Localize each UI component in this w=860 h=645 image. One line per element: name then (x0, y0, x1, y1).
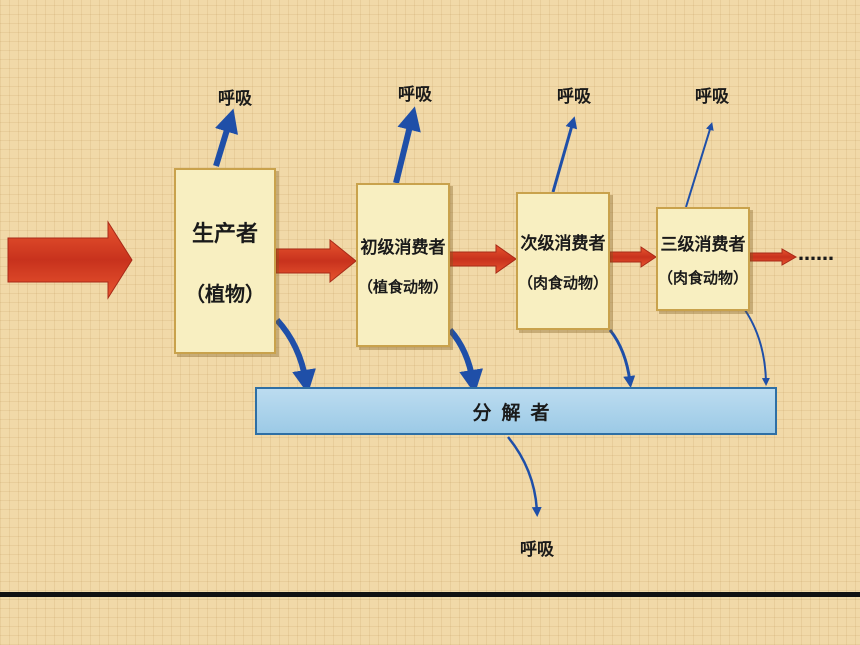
respiration-label-producer: 呼吸 (218, 89, 252, 109)
producer-sublabel: （植物） (185, 281, 265, 306)
continuation-dots: …… (798, 244, 834, 265)
flow-arrow-primary-to-secondary (448, 244, 517, 274)
flow-arrow-producer-to-primary (275, 238, 357, 284)
tertiary-consumer-sublabel: （肉食动物） (658, 269, 749, 287)
respiration-arrow-primary (393, 106, 421, 184)
secondary-consumer-label: 次级消费者 (520, 234, 606, 254)
energy-input-arrow (7, 220, 133, 300)
decay-arrow-producer (274, 317, 316, 394)
respiration-label-primary: 呼吸 (398, 85, 432, 105)
respiration-arrow-tertiary (685, 122, 714, 208)
respiration-arrow-producer (213, 108, 238, 167)
respiration-arrow-secondary (551, 116, 578, 193)
flow-arrow-tertiary-onward (749, 248, 798, 266)
decay-arrow-tertiary (744, 309, 770, 386)
decay-arrow-secondary (608, 329, 636, 388)
primary-consumer-box: 初级消费者 （植食动物） (356, 183, 450, 347)
primary-consumer-label: 初级消费者 (360, 238, 446, 258)
secondary-consumer-sublabel: （肉食动物） (518, 274, 609, 292)
respiration-arrow-decomposer (507, 436, 542, 517)
decomposer-bar: 分解者 (255, 387, 777, 435)
respiration-label-tertiary: 呼吸 (695, 87, 729, 107)
tertiary-consumer-box: 三级消费者 （肉食动物） (656, 207, 750, 311)
secondary-consumer-box: 次级消费者 （肉食动物） (516, 192, 610, 330)
decay-arrow-primary (447, 327, 484, 394)
tertiary-consumer-label: 三级消费者 (660, 235, 746, 255)
respiration-label-secondary: 呼吸 (557, 87, 591, 107)
producer-box: 生产者 （植物） (174, 168, 276, 354)
respiration-label-decomposer: 呼吸 (520, 540, 554, 560)
decomposer-label: 分解者 (472, 401, 560, 424)
bottom-divider (0, 592, 860, 597)
primary-consumer-sublabel: （植食动物） (358, 278, 449, 296)
producer-label: 生产者 (191, 220, 258, 247)
flow-arrow-secondary-to-tertiary (609, 246, 657, 268)
